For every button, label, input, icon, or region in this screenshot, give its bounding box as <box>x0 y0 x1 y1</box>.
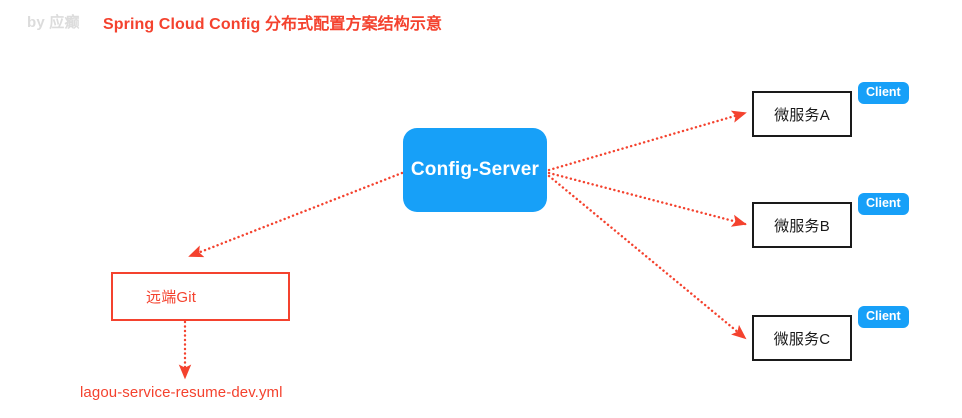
arrow-config-server-to-microservice-c <box>547 174 747 340</box>
node-remote-git[interactable]: 远端Git <box>111 272 290 321</box>
author-byline: by 应癫 <box>27 14 80 31</box>
arrow-config-server-to-microservice-a <box>547 110 747 172</box>
node-microservice-b[interactable]: 微服务B Client <box>752 193 909 248</box>
remote-git-label: 远端Git <box>146 289 197 306</box>
client-badge-b: Client <box>858 193 909 215</box>
node-config-server[interactable]: Config-Server <box>403 128 547 212</box>
config-server-label: Config-Server <box>410 159 540 180</box>
page-title: Spring Cloud Config 分布式配置方案结构示意 <box>103 16 443 33</box>
node-microservice-c[interactable]: 微服务C Client <box>752 306 909 361</box>
config-file-label: lagou-service-resume-dev.yml <box>80 384 283 401</box>
microservice-b-label: 微服务B <box>774 217 830 235</box>
microservice-a-box[interactable]: 微服务A <box>752 91 852 137</box>
microservice-c-box[interactable]: 微服务C <box>752 315 852 361</box>
arrow-config-server-to-microservice-b <box>547 171 747 227</box>
client-badge-c: Client <box>858 306 909 328</box>
microservice-b-box[interactable]: 微服务B <box>752 202 852 248</box>
microservice-c-label: 微服务C <box>773 330 831 348</box>
node-microservice-a[interactable]: 微服务A Client <box>752 82 909 137</box>
client-badge-a: Client <box>858 82 909 104</box>
arrow-config-server-to-git <box>188 171 404 258</box>
microservice-a-label: 微服务A <box>774 106 830 124</box>
